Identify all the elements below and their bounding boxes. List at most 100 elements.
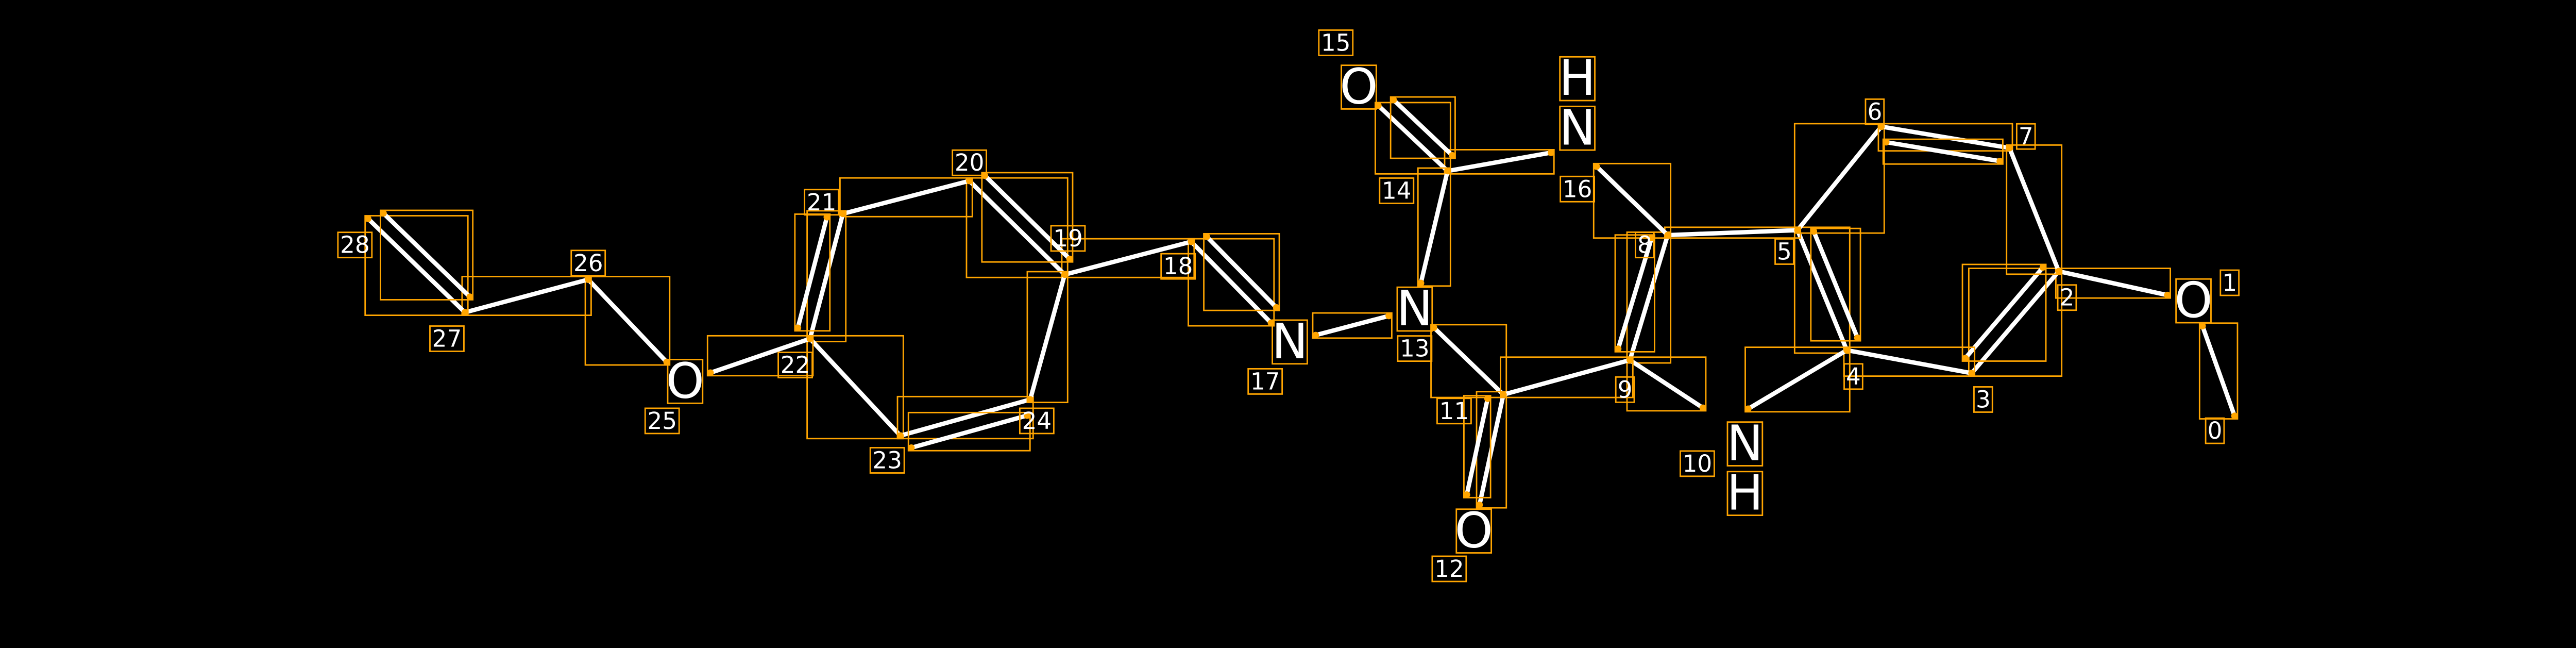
bond-endpoint	[1664, 231, 1671, 239]
bond-11-12	[1463, 391, 1507, 509]
atom-symbol: N	[1559, 100, 1595, 156]
bond-line	[840, 178, 972, 216]
bond-endpoint	[1449, 152, 1456, 159]
bond-endpoint	[2164, 291, 2171, 299]
atom-label-box	[2175, 278, 2212, 324]
bond-bounding-box	[380, 209, 474, 301]
bond-line	[2007, 145, 2061, 274]
atom-index-label: 25	[647, 407, 677, 435]
bond-line	[1795, 228, 1849, 353]
atom-24: 24	[1019, 407, 1055, 435]
bond-endpoint	[2039, 263, 2046, 271]
atom-label-box	[667, 359, 704, 404]
atom-9: 9	[1615, 376, 1635, 403]
bond-line	[1418, 169, 1450, 286]
atom-15: O 15	[1318, 29, 1378, 115]
bond-endpoint	[1500, 391, 1507, 398]
atom-17: N17	[1247, 314, 1308, 395]
atom-index-box	[2219, 269, 2240, 296]
atom-4: 4	[1843, 363, 1863, 390]
atom-index-box	[1318, 29, 1354, 56]
bond-endpoint	[839, 210, 846, 218]
bond-line	[586, 277, 669, 364]
bond-bounding-box	[1312, 312, 1393, 339]
bond-endpoint	[1968, 370, 1975, 377]
atom-label-box	[1341, 64, 1377, 110]
bond-endpoint	[897, 432, 904, 439]
bond-line	[366, 216, 467, 315]
bond-line	[1665, 228, 1800, 238]
atom-index-label: 21	[807, 189, 837, 216]
bond-bounding-box	[1793, 123, 1885, 234]
bond-endpoint	[466, 293, 473, 301]
bond-line	[2200, 324, 2237, 419]
atom-index-box	[1379, 177, 1415, 204]
bond-endpoint	[2231, 412, 2238, 420]
bond-endpoint	[1996, 157, 2004, 165]
bond-line	[381, 211, 472, 300]
atom-7: 7	[2015, 123, 2036, 150]
bond-endpoint	[1626, 356, 1634, 364]
bond-21-22	[794, 210, 847, 343]
atom-symbol: O	[666, 353, 704, 409]
bond-14-13	[1417, 167, 1451, 287]
bond-11-9	[1500, 356, 1634, 398]
atom-index-label: 27	[432, 325, 462, 352]
bond-line	[1204, 234, 1279, 310]
atom-symbol: O	[1340, 59, 1378, 115]
atom-index-box	[1431, 555, 1467, 583]
bond-line	[1391, 97, 1455, 158]
bond-bounding-box	[1882, 138, 2004, 165]
atom-label-box	[1272, 319, 1308, 365]
bond-bounding-box	[1968, 268, 2063, 377]
bond-endpoint	[1188, 238, 1195, 245]
bond-bounding-box	[2006, 144, 2063, 275]
bond-endpoint	[1312, 331, 1319, 339]
atom-index-label: 10	[1683, 450, 1713, 477]
atom-5: 5	[1774, 238, 1794, 265]
atom-index-box	[337, 231, 373, 259]
bond-bounding-box	[839, 177, 973, 218]
atom-index-box	[804, 189, 839, 216]
atom-index-label: 28	[340, 231, 370, 259]
bond-5-6	[1793, 123, 1885, 234]
bond-13-11	[1430, 324, 1507, 398]
bond-line	[1062, 239, 1194, 277]
atom-index-box	[1050, 225, 1086, 252]
bond-line	[1431, 325, 1506, 397]
bond-bounding-box	[1793, 226, 1851, 354]
atom-index-box	[1774, 238, 1794, 265]
bond-bounding-box	[1188, 238, 1275, 327]
bond-line	[1628, 358, 1705, 410]
bond-bounding-box	[1961, 263, 2047, 362]
bond-line	[1464, 396, 1490, 497]
bond-endpoint	[1476, 501, 1483, 509]
atom-index-box	[952, 149, 988, 176]
bond-endpoint	[908, 444, 915, 452]
atom-index-box	[869, 447, 905, 474]
bond-endpoint	[1203, 233, 1210, 240]
atom-25: O25	[644, 353, 704, 435]
bond-23-24	[896, 395, 1034, 452]
bond-layer	[364, 96, 2239, 509]
bond-5-8	[1664, 226, 1802, 239]
atom-index-label: 9	[1618, 376, 1633, 403]
atom-index-label: 15	[1321, 29, 1351, 56]
bond-endpoint	[1744, 405, 1752, 412]
bond-7-2	[2006, 144, 2063, 275]
bond-line	[909, 413, 1029, 450]
bond-line	[795, 214, 829, 330]
atom-index-label: 8	[1637, 231, 1652, 259]
bond-endpoint	[585, 276, 592, 283]
bond-endpoint	[1444, 168, 1451, 175]
bond-25-26	[584, 276, 671, 366]
bond-line	[808, 336, 903, 438]
atom-19: 19	[1050, 225, 1086, 252]
bond-endpoint	[2199, 322, 2206, 330]
bond-2-3	[1961, 263, 2063, 377]
atom-23: 23	[869, 446, 905, 474]
